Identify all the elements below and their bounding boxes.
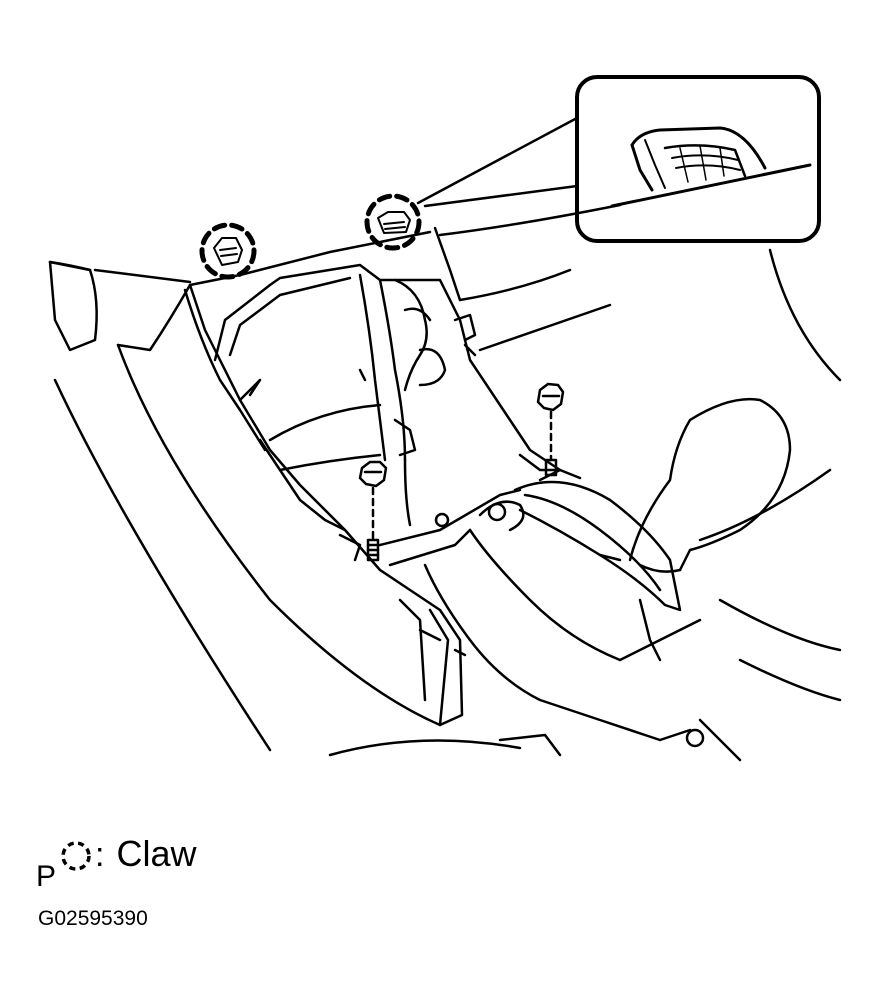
legend-prefix: P <box>36 860 57 893</box>
legend-label: Claw <box>116 833 197 874</box>
claw-legend: P : Claw <box>36 826 197 892</box>
background-body-lines <box>48 203 842 762</box>
figure-code: G02595390 <box>38 907 148 930</box>
claw-marker-left <box>199 222 257 280</box>
console-panel-removal-illustration <box>48 75 842 762</box>
dashed-circle-icon <box>61 841 91 871</box>
claw-marker-right <box>364 193 422 251</box>
nut-left <box>358 460 388 562</box>
rear-wiring-harness <box>268 273 447 527</box>
shift-lever-boot <box>513 398 792 612</box>
console-side-panel <box>116 230 467 727</box>
legend-separator: : <box>95 836 105 874</box>
nut-right <box>536 382 565 477</box>
claw-detail-callout <box>575 75 821 243</box>
panel-opening-frame <box>213 226 562 532</box>
center-tunnel <box>378 488 705 748</box>
callout-leader-lines <box>416 116 579 208</box>
